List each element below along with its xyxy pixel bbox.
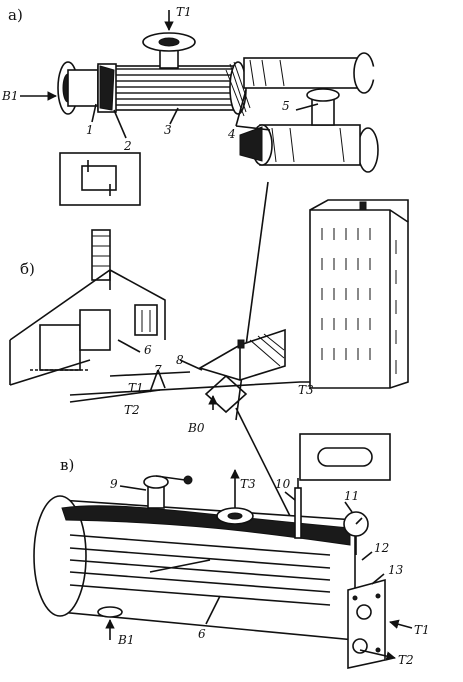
callout-1: 1 bbox=[86, 123, 94, 137]
inlet-t1-label: Т1 bbox=[176, 5, 192, 19]
residential-building bbox=[309, 199, 409, 389]
section-a-leaders bbox=[20, 89, 319, 139]
pipe-t1-label: Т1 bbox=[128, 381, 144, 395]
cold-water-b0-label: В0 bbox=[187, 421, 205, 435]
tube-bundle-section bbox=[97, 61, 251, 117]
building-windows bbox=[321, 228, 397, 374]
callout-2: 2 bbox=[123, 139, 132, 153]
safety-valve bbox=[143, 475, 193, 509]
section-c-leaders bbox=[119, 485, 385, 625]
inlet-b1-nozzle bbox=[97, 606, 123, 640]
storage-tank-body bbox=[33, 495, 356, 641]
u-bend bbox=[357, 66, 432, 173]
callout-7: 7 bbox=[154, 363, 162, 377]
left-end-flange bbox=[57, 61, 99, 115]
section-c-label: в) bbox=[60, 456, 74, 474]
section-c-capacitive-heater: в) bbox=[33, 456, 430, 669]
inlet-b1-label: В1 bbox=[1, 89, 18, 103]
lower-return-section bbox=[239, 88, 361, 166]
outlet-t2-arrow bbox=[359, 649, 396, 661]
section-b-heating-scheme: б) bbox=[9, 199, 409, 435]
callout-6: 6 bbox=[144, 343, 152, 357]
leader-b-to-c bbox=[235, 407, 293, 521]
outlet-t3-label: Т3 bbox=[240, 477, 256, 491]
callout-5: 5 bbox=[282, 99, 290, 113]
callout-3: 3 bbox=[164, 123, 172, 137]
inlet-t1-arrow bbox=[389, 619, 413, 629]
heating-substation bbox=[197, 328, 286, 414]
callout-12: 12 bbox=[374, 541, 389, 555]
pipe-t3-label: Т3 bbox=[298, 383, 314, 397]
section-a-label: а) bbox=[8, 6, 23, 24]
connecting-pipe bbox=[243, 52, 375, 94]
thermometer bbox=[294, 478, 302, 539]
section-b-label: б) bbox=[20, 260, 35, 278]
boiler-house bbox=[9, 229, 166, 386]
t1-inlet-nozzle bbox=[142, 10, 196, 69]
section-b-leaders bbox=[117, 339, 218, 410]
tube-cross-section-inset bbox=[59, 152, 141, 206]
callout-4: 4 bbox=[227, 127, 236, 141]
inlet-t1-tank-label: Т1 bbox=[414, 623, 430, 637]
pressure-gauge bbox=[343, 511, 369, 555]
callout-9: 9 bbox=[110, 477, 118, 491]
inlet-b1-tank-label: В1 bbox=[117, 633, 134, 647]
callout-13: 13 bbox=[388, 563, 404, 577]
callout-8: 8 bbox=[176, 353, 184, 367]
outlet-t3-nozzle bbox=[216, 469, 254, 525]
section-a-sectional-heater: а) bbox=[1, 5, 432, 206]
pipe-t2-label: Т2 bbox=[124, 403, 140, 417]
tube-plate-flange bbox=[347, 578, 386, 669]
tube-slot-inset bbox=[299, 433, 391, 481]
callout-6-tank: 6 bbox=[198, 627, 206, 641]
callout-11: 11 bbox=[344, 489, 359, 503]
callout-10: 10 bbox=[275, 477, 291, 491]
outlet-t2-tank-label: Т2 bbox=[398, 653, 414, 667]
